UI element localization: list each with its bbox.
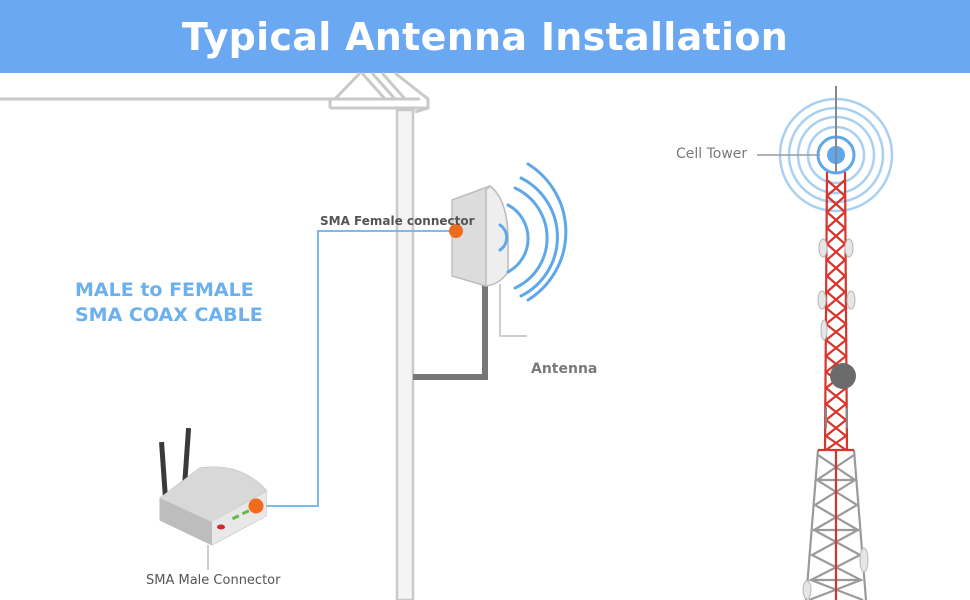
coax-cable xyxy=(262,230,456,507)
antenna-mount xyxy=(413,278,488,380)
cell-tower-label: Cell Tower xyxy=(676,146,748,162)
page-title: Typical Antenna Installation xyxy=(181,14,789,59)
cell-tower xyxy=(778,86,894,600)
sma-male-connector xyxy=(248,498,264,514)
sma-female-label: SMA Female connector xyxy=(320,214,475,228)
router xyxy=(159,427,267,546)
cable-type-line1: MALE to FEMALE xyxy=(75,279,254,301)
cable-type-line2: SMA COAX CABLE xyxy=(75,304,263,326)
building-pole xyxy=(395,108,415,600)
cable-type-label: MALE to FEMALE SMA COAX CABLE xyxy=(75,278,263,328)
sma-female-connector xyxy=(449,224,463,238)
antenna-signal-waves xyxy=(498,162,568,302)
antenna-label: Antenna xyxy=(531,361,598,377)
building-roof xyxy=(0,71,430,114)
panel-antenna xyxy=(451,185,509,287)
title-banner: Typical Antenna Installation xyxy=(0,0,970,73)
antenna-leader-line xyxy=(499,284,527,337)
sma-male-label: SMA Male Connector xyxy=(146,573,281,588)
